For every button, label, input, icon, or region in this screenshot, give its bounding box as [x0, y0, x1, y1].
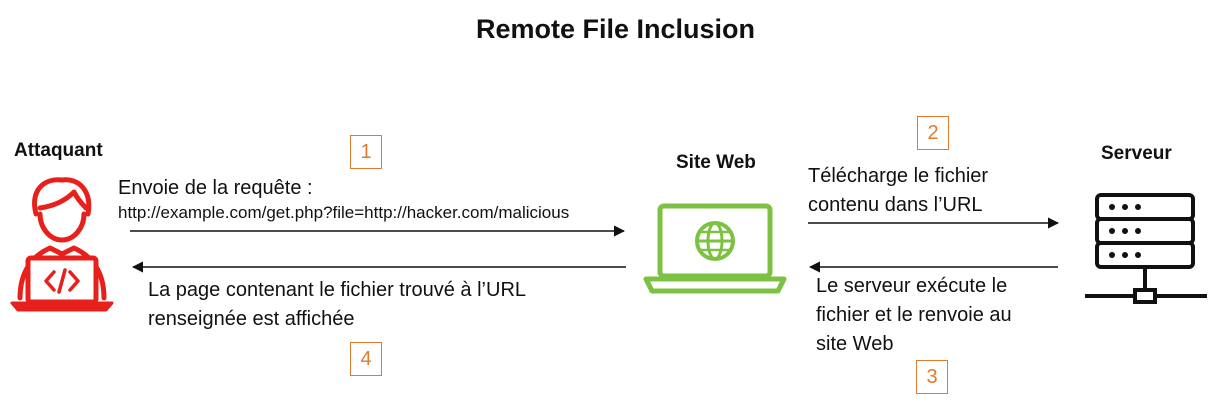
exec-text-line3: site Web [816, 333, 894, 355]
request-text: Envoie de la requête : [118, 177, 313, 199]
server-label: Serveur [1101, 143, 1172, 164]
server-rack-icon [1085, 193, 1207, 304]
download-text-line2: contenu dans l’URL [808, 194, 983, 216]
step-2-badge: 2 [917, 116, 949, 150]
result-text-line1: La page contenant le fichier trouvé à l’… [148, 279, 527, 301]
hacker-laptop-icon [10, 177, 114, 312]
download-text-line1: Télécharge le fichier [808, 165, 989, 187]
step-1-badge: 1 [350, 135, 382, 169]
attacker-label: Attaquant [14, 140, 103, 161]
step-4-badge: 4 [350, 342, 382, 376]
website-label: Site Web [676, 152, 756, 173]
laptop-globe-icon [643, 203, 787, 294]
step-3-badge: 3 [916, 360, 948, 394]
request-url: http://example.com/get.php?file=http://h… [118, 203, 570, 222]
exec-text-line1: Le serveur exécute le [816, 275, 1008, 297]
result-text-line2: renseignée est affichée [148, 308, 355, 330]
exec-text-line2: fichier et le renvoie au [816, 304, 1012, 326]
diagram-title: Remote File Inclusion [475, 14, 756, 44]
